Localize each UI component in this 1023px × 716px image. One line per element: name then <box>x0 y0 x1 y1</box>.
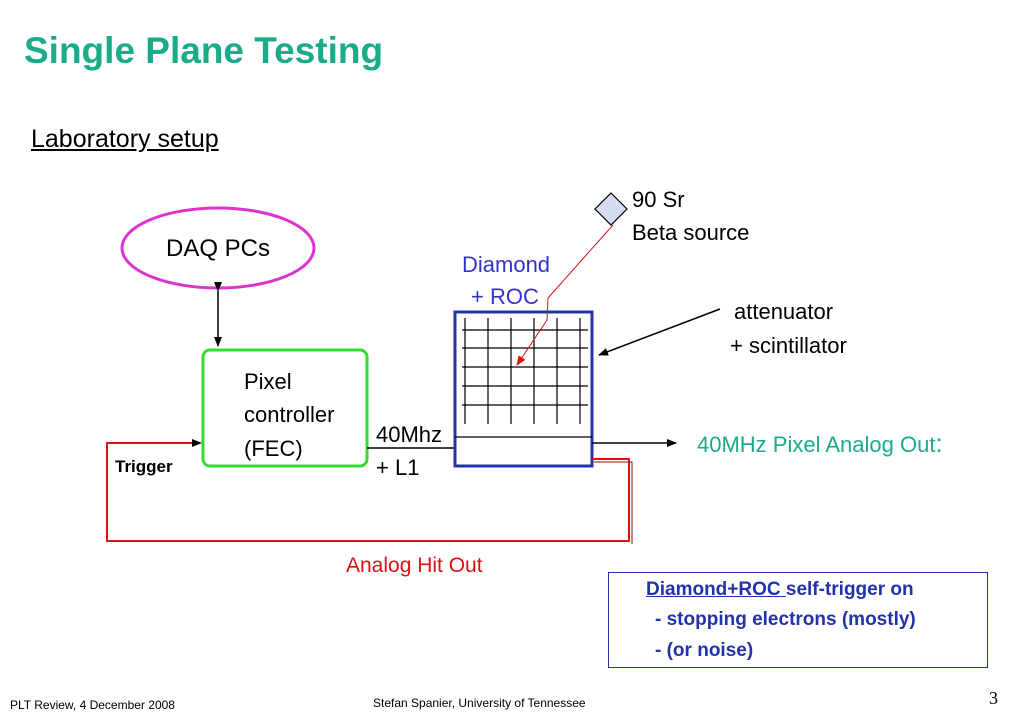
note-line-1: Diamond+ROC self-trigger on <box>646 579 914 601</box>
note-line-3: - (or noise) <box>655 640 754 661</box>
analog-out-colon: : <box>935 428 943 458</box>
roc-box <box>453 310 594 468</box>
attenuator-label-line2: + scintillator <box>730 333 847 358</box>
analog-out-text: 40MHz Pixel Analog Out <box>697 432 936 457</box>
electron-track <box>516 224 614 366</box>
footer-center: Stefan Spanier, University of Tennessee <box>373 696 586 710</box>
note-line-2: - stopping electrons (mostly) <box>655 609 916 630</box>
source-label-line2: Beta source <box>632 220 750 245</box>
fec-label: Pixel <box>244 369 292 394</box>
hit-out-label: Analog Hit Out <box>346 554 483 577</box>
diamond-label-line2: + ROC <box>471 284 539 309</box>
section-subtitle: Laboratory setup <box>31 125 219 153</box>
beta-source-icon <box>594 192 628 226</box>
fec-label-line2: controller <box>244 402 335 427</box>
attenuator-label: attenuator <box>734 299 834 324</box>
trigger-label: Trigger <box>115 457 173 476</box>
footer-left: PLT Review, 4 December 2008 <box>10 698 175 712</box>
clock-label-line2: + L1 <box>376 455 420 480</box>
page-number: 3 <box>989 688 998 708</box>
note-underlined: Diamond+ROC <box>646 579 786 600</box>
diamond-label: Diamond <box>462 252 551 277</box>
note-box: Diamond+ROC self-trigger on - stopping e… <box>608 572 988 668</box>
trigger-loop <box>106 439 633 544</box>
note-line-1-rest: self-trigger on <box>785 579 914 600</box>
pixel-grid <box>462 318 588 424</box>
analog-out-label: 40MHz Pixel Analog Out: <box>697 426 943 462</box>
page-title: Single Plane Testing <box>24 30 384 71</box>
fec-box <box>201 348 369 468</box>
daq-label: DAQ PCs <box>166 235 271 262</box>
clock-label: 40Mhz <box>376 422 443 447</box>
attenuator-arrow <box>598 308 721 356</box>
fec-label-line3: (FEC) <box>244 436 303 461</box>
source-label: 90 Sr <box>632 187 685 212</box>
